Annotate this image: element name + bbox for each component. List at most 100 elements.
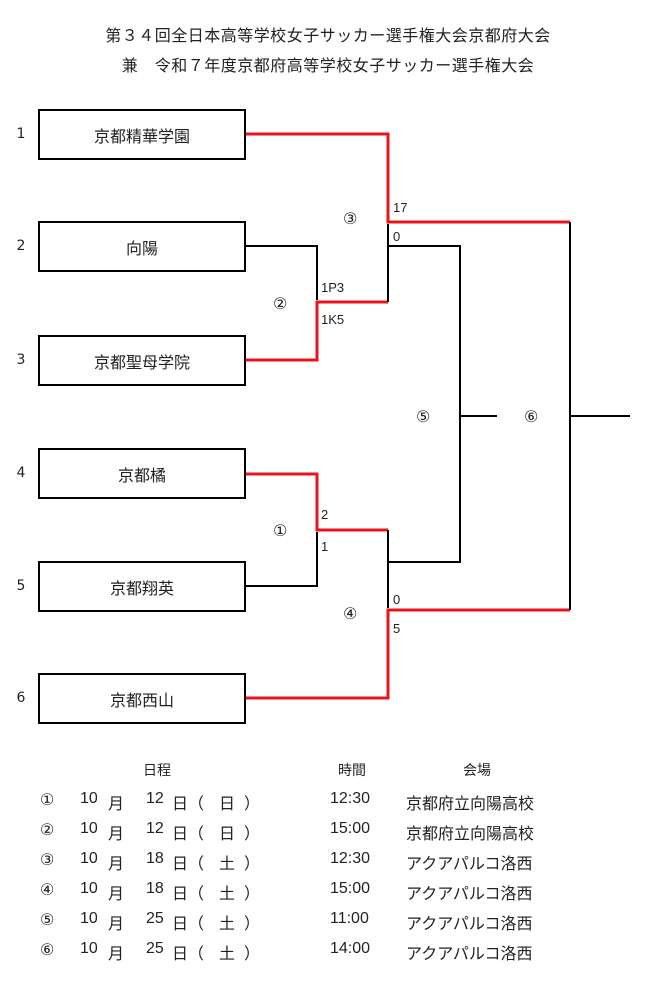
schedule-month-unit: 月 [108,886,125,903]
schedule-day: 25 [146,940,164,957]
seed-number: 6 [16,690,26,706]
schedule-month: 10 [80,880,98,897]
schedule-venue: 京都府立向陽高校 [406,796,535,813]
score-m1-bottom: 1 [321,539,329,554]
schedule-weekday: 日 [219,796,236,813]
schedule-day-unit: 日（ [172,886,205,903]
score-m2-bottom: 1K5 [321,312,345,327]
schedule-day: 12 [146,790,164,807]
schedule-row: ⑥ 10 月 25 日（ 土 ） 14:00 アクアパルコ洛西 [0,940,656,964]
schedule-weekday: 日 [219,826,236,843]
team-box: 京都西山 [38,673,246,724]
match-label-3: ③ [343,209,358,228]
line-team3-to-m2-winner [244,300,388,362]
schedule-row: ⑤ 10 月 25 日（ 土 ） 11:00 アクアパルコ洛西 [0,910,656,934]
schedule-day: 18 [146,850,164,867]
score-m4-bottom: 5 [393,621,401,636]
schedule-match: ⑤ [40,912,55,929]
schedule-venue: アクアパルコ洛西 [406,946,533,963]
schedule-match: ③ [40,852,55,869]
line-team4-to-m1-winner [244,472,388,532]
schedule-close: ） [244,916,261,933]
seed-number: 1 [16,126,26,142]
schedule-row: ③ 10 月 18 日（ 土 ） 12:30 アクアパルコ洛西 [0,850,656,874]
match-label-1: ① [273,521,288,540]
team-name: 向陽 [125,238,158,258]
line-m4-to-m5 [388,416,461,563]
match-label-5: ⑤ [416,407,431,426]
schedule-day: 12 [146,820,164,837]
schedule-month: 10 [80,940,98,957]
line-team2-to-m2 [244,245,318,300]
schedule-month-unit: 月 [108,826,125,843]
schedule-month-unit: 月 [108,856,125,873]
match-label-2: ② [273,294,288,313]
schedule-time: 15:00 [330,820,371,837]
schedule-venue: 京都府立向陽高校 [406,826,535,843]
team-name: 京都西山 [109,690,174,710]
match-label-6: ⑥ [524,407,539,426]
schedule-time: 12:30 [330,790,371,807]
schedule-close: ） [244,826,261,843]
schedule-venue: アクアパルコ洛西 [406,916,533,933]
schedule-weekday: 土 [219,946,236,963]
schedule-month-unit: 月 [108,796,125,813]
schedule-time: 12:30 [330,850,371,867]
schedule-weekday: 土 [219,916,236,933]
seed-number: 2 [16,238,26,254]
schedule-weekday: 土 [219,856,236,873]
schedule-month: 10 [80,790,98,807]
schedule-month-unit: 月 [108,916,125,933]
schedule-row: ② 10 月 12 日（ 日 ） 15:00 京都府立向陽高校 [0,820,656,844]
score-m3-top: 17 [393,200,408,215]
schedule-match: ⑥ [40,942,55,959]
schedule-close: ） [244,946,261,963]
schedule-day: 18 [146,880,164,897]
team-box: 京都翔英 [38,561,246,612]
team-name: 京都翔英 [109,578,174,598]
schedule-time: 11:00 [330,910,369,927]
schedule-venue: アクアパルコ洛西 [406,886,533,903]
schedule-day: 25 [146,910,164,927]
match-label-4: ④ [343,604,358,623]
schedule-day-unit: 日（ [172,826,205,843]
team-box: 向陽 [38,221,246,272]
schedule-close: ） [244,796,261,813]
score-m3-bottom: 0 [393,229,401,244]
schedule-weekday: 土 [219,886,236,903]
score-m1-top: 2 [321,507,329,522]
team-name: 京都橘 [117,465,166,485]
schedule-day-unit: 日（ [172,916,205,933]
title-line-1: 第３４回全日本高等学校女子サッカー選手権大会京都府大会 [105,26,551,45]
team-box: 京都聖母学院 [38,335,246,386]
schedule-row: ① 10 月 12 日（ 日 ） 12:30 京都府立向陽高校 [0,790,656,814]
schedule-row: ④ 10 月 18 日（ 土 ） 15:00 アクアパルコ洛西 [0,880,656,904]
title-line-2: 兼 令和７年度京都府高等学校女子サッカー選手権大会 [121,56,535,75]
schedule-day-unit: 日（ [172,946,205,963]
schedule-header-date: 日程 [143,763,171,779]
team-name: 京都精華学園 [93,126,190,146]
schedule-header-venue: 会場 [463,763,491,779]
seed-number: 5 [16,578,26,594]
team-box: 京都橘 [38,448,246,499]
team-name: 京都聖母学院 [93,352,190,372]
schedule-day-unit: 日（ [172,796,205,813]
schedule-match: ② [40,822,55,839]
schedule-close: ） [244,856,261,873]
score-m4-top: 0 [393,592,401,607]
line-m3-to-m5 [388,245,497,417]
seed-number: 3 [16,352,26,368]
team-box: 京都精華学園 [38,109,246,160]
line-team1-to-m3-winner [244,132,570,224]
line-team5-to-m1 [244,532,318,587]
schedule-match: ④ [40,882,55,899]
schedule-day-unit: 日（ [172,856,205,873]
schedule-header-time: 時間 [338,763,366,779]
schedule-venue: アクアパルコ洛西 [406,856,533,873]
seed-number: 4 [16,465,26,481]
schedule-match: ① [40,792,55,809]
schedule-month: 10 [80,910,98,927]
line-team6-to-m4-winner [244,608,570,700]
schedule-time: 15:00 [330,880,371,897]
